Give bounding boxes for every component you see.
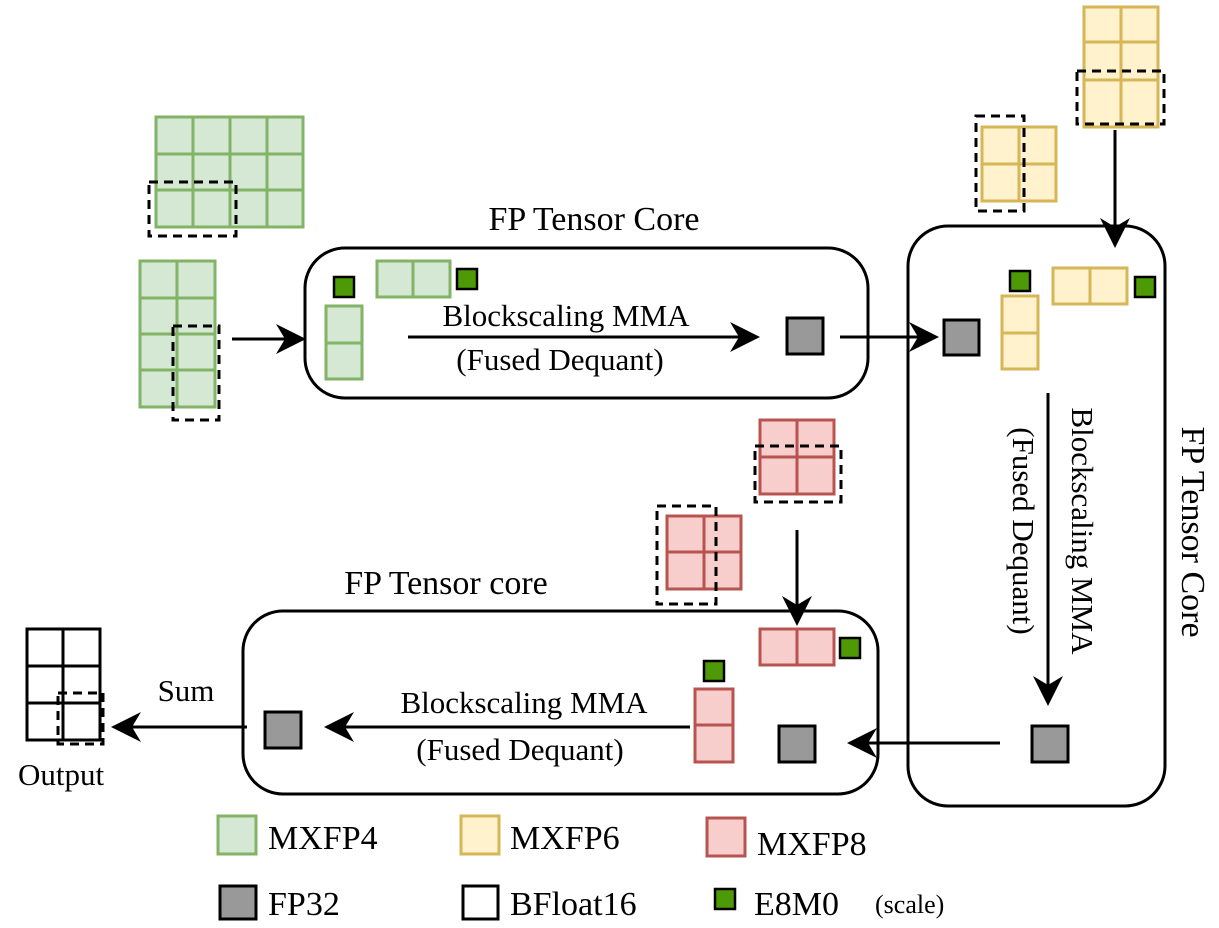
fp32-result	[785, 316, 825, 356]
mxfp8-matrix-b	[665, 514, 743, 591]
fp32-result	[1030, 724, 1070, 764]
op-label-top-line1: Blockscaling MMA	[442, 298, 690, 333]
mxfp6-matrix-b	[980, 125, 1058, 203]
core-title-top: FP Tensor Core	[488, 201, 699, 238]
scale-icon	[332, 275, 356, 299]
legend-label-mxfp6: MXFP6	[510, 820, 620, 857]
block-selection-outline	[655, 504, 718, 606]
mxfp6-matrix-a	[1082, 5, 1160, 129]
mxfp4-matrix-a	[154, 115, 305, 229]
fp32-result	[263, 710, 303, 750]
scale-icon	[455, 267, 479, 291]
block-selection-outline	[56, 691, 105, 746]
fp32-input	[777, 724, 817, 764]
block-selection-outline	[171, 324, 221, 422]
mxfp4-block-column	[324, 304, 364, 381]
op-label-bottom-line1: Blockscaling MMA	[400, 685, 648, 720]
fp32-input	[942, 318, 981, 357]
legend-label-mxfp4: MXFP4	[268, 820, 378, 857]
mxfp8-matrix-a	[758, 418, 836, 496]
core-title-bottom: FP Tensor core	[344, 565, 548, 602]
op-label-bottom-line2: (Fused Dequant)	[416, 732, 623, 767]
legend-label-mxfp8: MXFP8	[757, 826, 867, 863]
scale-icon	[702, 659, 726, 683]
block-selection-outline	[147, 180, 238, 238]
mxfp8-block-row	[758, 627, 836, 667]
legend: MXFP4 MXFP6 MXFP8 FP32 BFloat16 E8M0 (sc…	[216, 814, 944, 923]
tensor-core-bottom	[241, 609, 880, 796]
mxfp6-block-row	[1051, 266, 1129, 306]
tensor-core-top	[303, 246, 870, 400]
legend-swatch-mxfp4	[216, 814, 258, 856]
legend-swatch-e8m0	[713, 887, 737, 911]
scale-icon	[1133, 275, 1157, 299]
tensor-core-right	[906, 224, 1167, 808]
legend-label-fp32: FP32	[268, 886, 340, 923]
core-title-right: FP Tensor Core	[1174, 426, 1211, 637]
legend-swatch-mxfp6	[459, 814, 501, 856]
block-selection-outline	[753, 444, 843, 504]
block-selection-outline	[1075, 69, 1166, 126]
op-label-right-line1: Blockscaling MMA	[1065, 407, 1100, 655]
block-selection-outline	[974, 114, 1026, 213]
legend-swatch-fp32	[218, 884, 258, 921]
legend-label-e8m0: E8M0	[754, 886, 839, 923]
legend-note-e8m0: (scale)	[875, 890, 944, 919]
sum-label: Sum	[158, 673, 215, 708]
mxfp4-matrix-b	[138, 259, 217, 409]
op-label-top-line2: (Fused Dequant)	[456, 342, 663, 377]
output-label: Output	[18, 757, 105, 792]
scale-icon	[1008, 269, 1032, 293]
legend-swatch-mxfp8	[705, 816, 747, 858]
mxfp6-block-column	[1000, 294, 1040, 371]
scale-icon	[838, 636, 862, 660]
output-matrix	[25, 627, 102, 742]
legend-label-bfloat16: BFloat16	[510, 886, 637, 923]
legend-swatch-bfloat16	[461, 884, 500, 921]
mxfp8-block-column	[693, 687, 735, 764]
op-label-right-line2: (Fused Dequant)	[1006, 427, 1041, 634]
mxfp4-block-row	[375, 259, 452, 299]
